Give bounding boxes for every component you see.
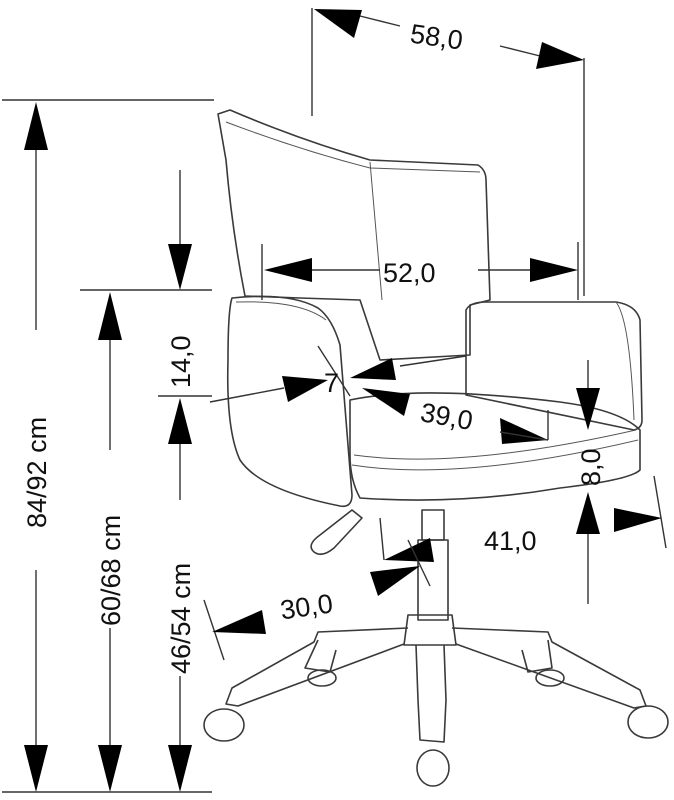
label-seat-thickness: 8,0 <box>576 448 606 486</box>
arrow-52-left <box>264 258 312 282</box>
label-total-height: 84/92 cm <box>22 417 52 528</box>
star-base <box>403 614 457 646</box>
label-seat-depth: 39,0 <box>418 397 475 436</box>
label-armrest-floor-height: 60/68 cm <box>96 515 126 626</box>
wheel-back-right <box>535 669 565 687</box>
arrow-58-right <box>536 42 584 69</box>
arrow-arm-bottom <box>98 745 122 792</box>
arrow-41-left <box>384 538 434 562</box>
arrow-total-top <box>24 102 48 150</box>
label-inner-width: 52,0 <box>383 258 436 288</box>
arrow-8-down <box>576 388 600 430</box>
label-backrest-angle: 7 <box>324 368 339 398</box>
label-base-radius: 30,0 <box>278 588 334 625</box>
wheel-front <box>416 749 450 787</box>
dimension-lines <box>2 8 667 793</box>
right-armrest <box>465 301 643 431</box>
label-seat-height: 46/54 cm <box>166 563 196 674</box>
left-armrest <box>226 295 353 508</box>
arrow-30-right <box>370 566 420 596</box>
wheel-left <box>203 708 245 742</box>
arrow-7-left <box>282 376 328 402</box>
label-armrest-height: 14,0 <box>166 335 196 388</box>
label-seat-width: 41,0 <box>484 526 537 556</box>
height-lever <box>310 509 363 556</box>
dimension-labels: 58,0 52,0 14,0 7 39,0 8,0 41,0 30,0 84/9… <box>22 19 606 674</box>
arrow-39-left <box>362 388 410 416</box>
arrow-14-down <box>168 244 192 290</box>
chair-outline <box>203 109 669 787</box>
arrow-30-left <box>212 610 266 634</box>
wheel-right <box>627 705 669 739</box>
label-total-width: 58,0 <box>408 19 464 56</box>
arrow-seat-top <box>168 398 192 444</box>
wheel-back-left <box>307 669 337 687</box>
arrow-52-right <box>530 258 578 282</box>
arrow-41-right <box>614 508 662 532</box>
backrest <box>217 109 491 361</box>
arrow-8-up <box>576 492 600 534</box>
arrow-58-left <box>314 9 362 38</box>
arrow-arm-top <box>98 292 122 340</box>
arrow-39-right <box>500 418 548 444</box>
arrow-total-bottom <box>24 745 48 792</box>
gas-cylinder <box>421 509 445 541</box>
seat-cushion <box>349 392 641 501</box>
arrow-seat-bottom <box>168 745 192 792</box>
arrow-7-right <box>350 358 396 380</box>
